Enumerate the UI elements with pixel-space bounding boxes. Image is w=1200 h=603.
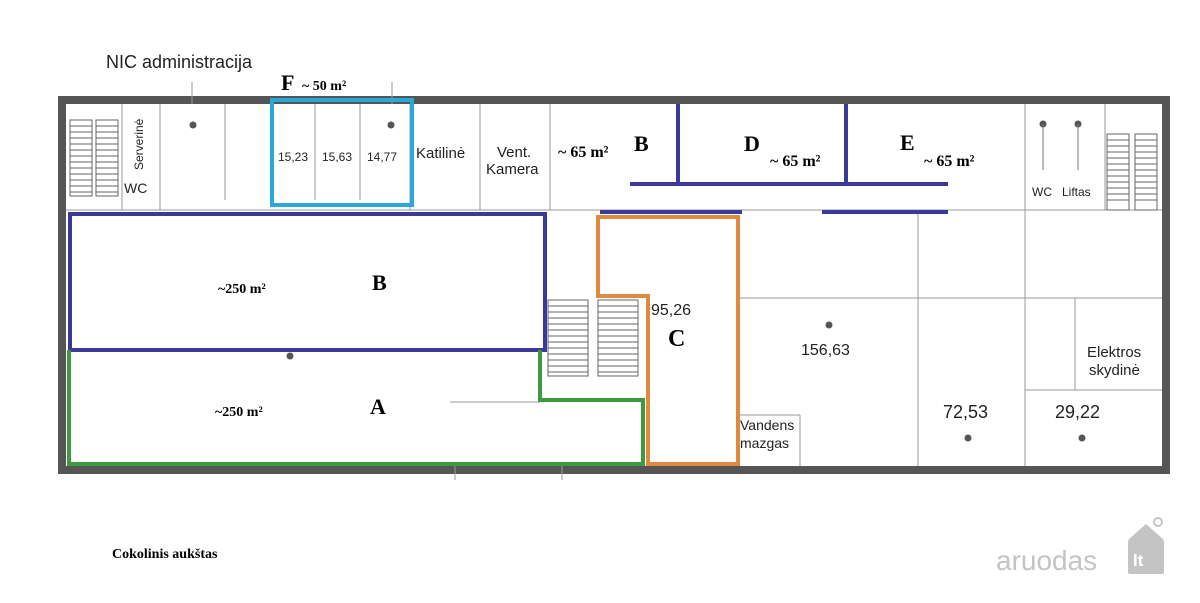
room-serverine: Serverinė [132, 118, 146, 170]
room-vent-1: Vent. [497, 144, 531, 161]
stairs-left [69, 119, 119, 197]
zone-b-top-area: ~ 65 m² [558, 144, 609, 161]
title-label: NIC administracija [106, 52, 253, 72]
zone-f-outline [270, 98, 414, 207]
zone-a-area: ~250 m² [215, 405, 263, 420]
room-vent-2: Kamera [486, 161, 539, 178]
zone-c-area: 95,26 [651, 302, 691, 319]
zone-e-letter: E [900, 130, 915, 155]
zone-b-big-letter: B [372, 270, 387, 295]
room-wc-left: WC [124, 180, 147, 196]
room-29: 29,22 [1055, 402, 1100, 422]
room-elektros-1: Elektros [1087, 344, 1141, 361]
watermark: aruodas lt [996, 517, 1164, 576]
interior-walls [66, 104, 1162, 480]
zone-b-top-letter: B [634, 131, 649, 156]
zone-d-letter: D [744, 131, 760, 156]
floor-label: Cokolinis aukštas [112, 547, 218, 562]
zone-e-area: ~ 65 m² [924, 153, 975, 170]
zone-d-area: ~ 65 m² [770, 153, 821, 170]
room-72: 72,53 [943, 402, 988, 422]
room-f3: 14,77 [367, 150, 397, 164]
room-f1: 15,23 [278, 150, 308, 164]
zone-c-outline [596, 215, 740, 466]
stairs-center [547, 299, 639, 377]
zone-f-letter: F [281, 70, 294, 95]
zone-b-big-area: ~250 m² [218, 282, 266, 297]
room-liftas: Liftas [1062, 185, 1091, 199]
room-wc-right: WC [1032, 185, 1052, 199]
room-main: 156,63 [801, 342, 850, 359]
zone-b-outline [68, 212, 547, 352]
room-elektros-2: skydinė [1089, 362, 1140, 379]
watermark-suffix: lt [1133, 551, 1144, 570]
room-vandens-2: mazgas [740, 435, 789, 451]
zone-a-outline [67, 350, 645, 466]
room-vandens-1: Vandens [740, 417, 794, 433]
zone-top-blue-lines [600, 104, 948, 214]
lift-lines [1042, 124, 1079, 170]
watermark-text: aruodas [996, 545, 1097, 576]
zone-a-letter: A [370, 394, 386, 419]
building-outline [58, 96, 1170, 474]
room-f2: 15,63 [322, 150, 352, 164]
zone-c-letter: C [668, 326, 685, 352]
stairs-right [1106, 133, 1158, 211]
zone-f-area: ~ 50 m² [302, 79, 346, 94]
room-katiline: Katilinė [416, 145, 465, 162]
